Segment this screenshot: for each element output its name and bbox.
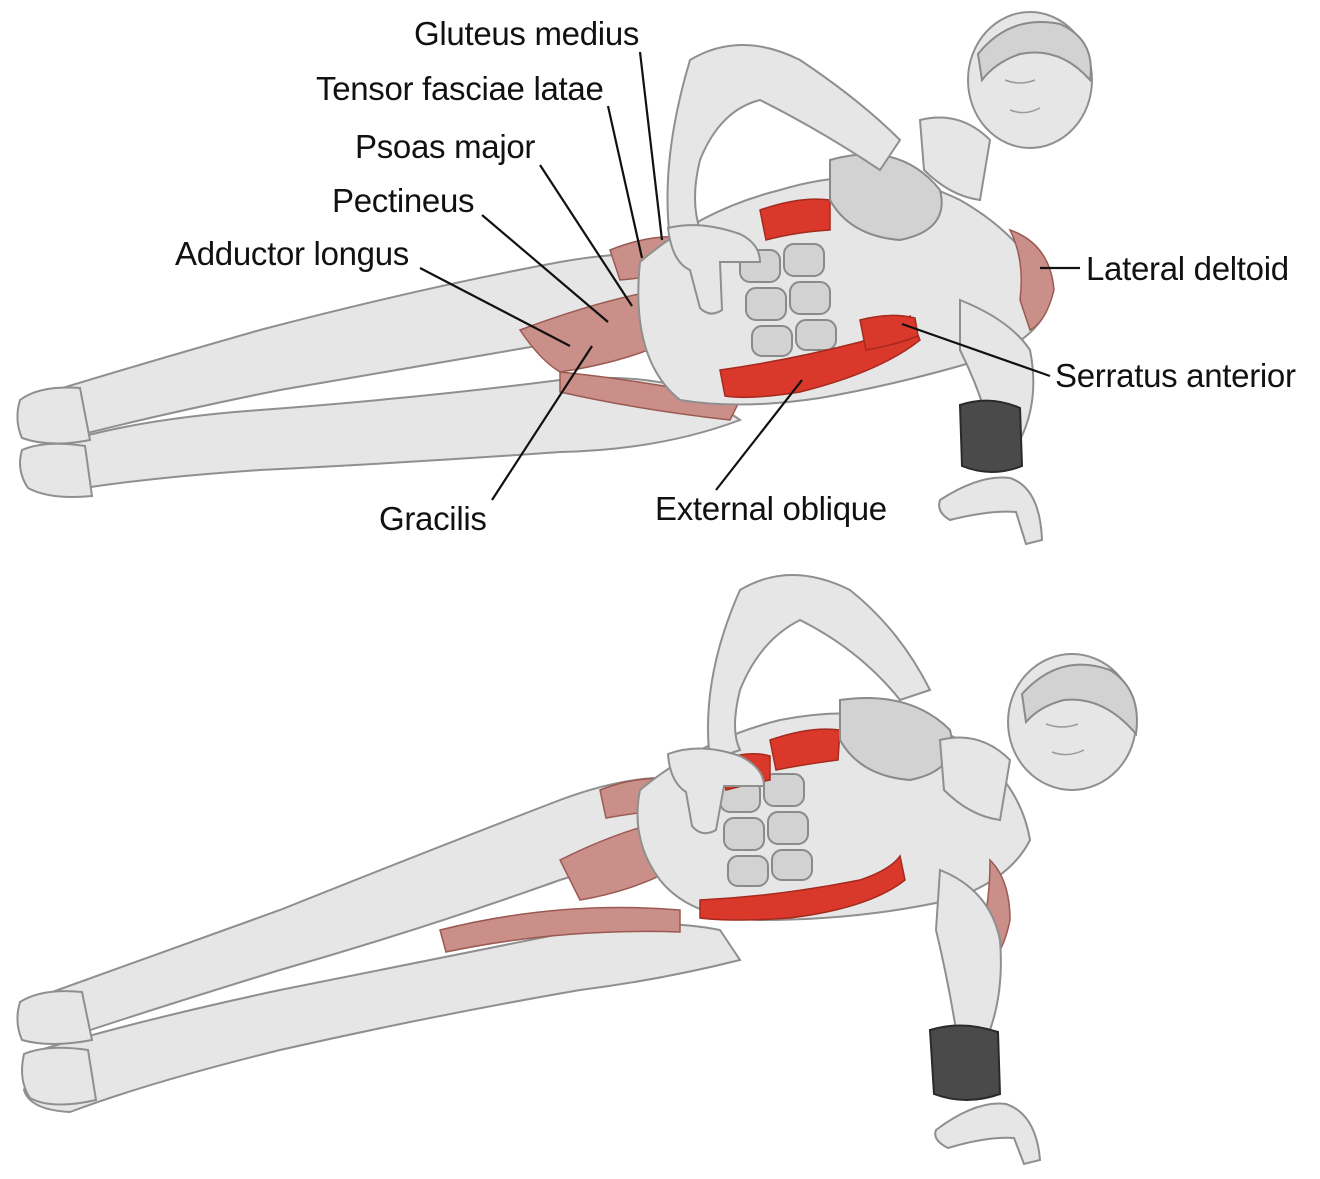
top-wristband <box>958 399 1024 473</box>
top-lateral-deltoid <box>1008 228 1055 332</box>
label-gluteus-medius: Gluteus medius <box>414 15 640 52</box>
bottom-neck <box>938 736 1012 822</box>
leader-psoas-major <box>539 164 633 307</box>
label-gracilis: Gracilis <box>379 500 487 537</box>
label-pectineus: Pectineus <box>332 182 475 219</box>
leader-gluteus-medius <box>638 51 664 241</box>
leader-serratus-anterior <box>901 322 1051 378</box>
label-serratus-anterior: Serratus anterior <box>1055 357 1296 394</box>
bottom-hair <box>1020 663 1138 737</box>
top-foot-lower <box>19 442 94 498</box>
top-hand-support <box>938 476 1044 546</box>
top-arm-raised <box>666 44 902 242</box>
bottom-arm-raised <box>707 574 932 762</box>
bottom-foot-upper <box>16 990 94 1045</box>
bottom-arm-support <box>934 868 1002 1031</box>
label-lateral-deltoid: Lateral deltoid <box>1086 250 1289 287</box>
top-hair <box>976 21 1092 83</box>
label-tensor-fasciae-latae: Tensor fasciae latae <box>316 70 604 107</box>
bottom-abdominals <box>719 773 813 887</box>
leader-adductor-longus <box>419 267 571 347</box>
bottom-lower-leg <box>22 923 742 1114</box>
bottom-foot-lower <box>21 1046 98 1106</box>
bottom-gracilis <box>439 906 681 953</box>
bottom-hand-on-hip <box>666 747 766 835</box>
top-hand-on-hip <box>666 224 762 315</box>
top-foot-upper <box>16 386 92 445</box>
label-adductor-longus: Adductor longus <box>175 235 409 272</box>
bottom-external-oblique <box>699 854 906 921</box>
figure-top <box>16 11 1093 546</box>
top-external-oblique <box>719 314 921 399</box>
top-face-detail <box>1004 79 1041 114</box>
bottom-hand-support <box>934 1102 1042 1166</box>
bottom-wristband <box>928 1024 1002 1101</box>
bottom-face-detail <box>1045 723 1085 756</box>
label-external-oblique: External oblique <box>655 490 887 527</box>
top-neck <box>918 116 992 202</box>
figure-bottom <box>16 574 1138 1166</box>
top-gracilis <box>559 371 742 421</box>
top-upper-oblique <box>759 198 831 241</box>
top-lower-leg <box>20 376 743 494</box>
leader-lines <box>419 51 1080 501</box>
leader-tensor-fasciae-latae <box>606 105 644 259</box>
leader-external-oblique <box>715 379 803 491</box>
top-abdominals <box>739 243 837 357</box>
leader-gracilis <box>491 345 593 501</box>
label-psoas-major: Psoas major <box>355 128 536 165</box>
leader-pectineus <box>481 214 609 323</box>
bottom-serratus-anterior <box>769 728 841 771</box>
